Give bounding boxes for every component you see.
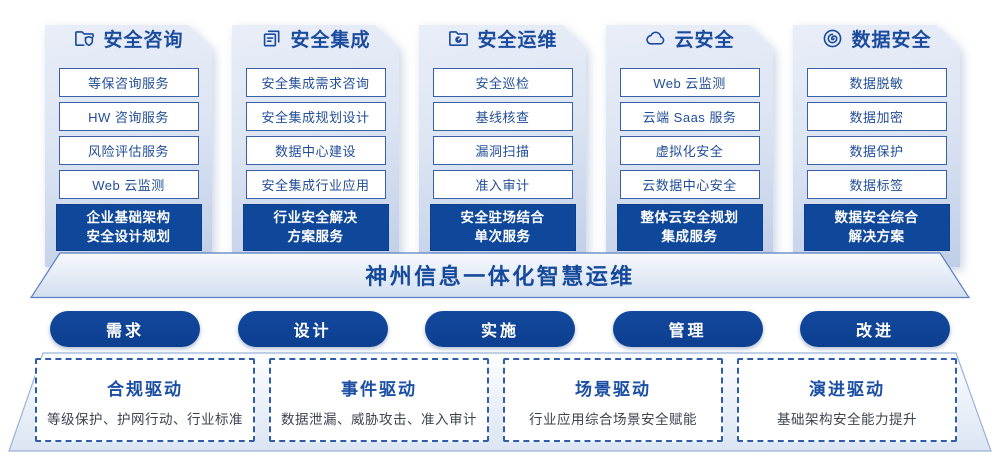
banner-title: 神州信息一体化智慧运维 bbox=[365, 264, 635, 289]
service-item: 安全集成需求咨询 bbox=[245, 68, 386, 97]
footer-line1: 整体云安全规划 bbox=[640, 209, 739, 225]
column-data-security: 数据安全 数据脱敏 数据加密 数据保护 数据标签 数据安全综合 解决方案 bbox=[793, 10, 960, 267]
footer-line1: 安全驻场结合 bbox=[460, 209, 545, 225]
driver-desc: 行业应用综合场景安全赋能 bbox=[529, 411, 697, 427]
driver-scenario: 场景驱动 行业应用综合场景安全赋能 bbox=[503, 358, 723, 442]
pill-implementation: 实施 bbox=[425, 311, 575, 347]
column-footer: 安全驻场结合 单次服务 bbox=[429, 204, 576, 251]
column-header: 安全咨询 bbox=[49, 25, 208, 51]
column-security-integration: 安全集成 安全集成需求咨询 安全集成规划设计 数据中心建设 安全集成行业应用 行… bbox=[232, 10, 399, 267]
column-title: 数据安全 bbox=[851, 29, 932, 51]
driver-desc: 等级保护、护网行动、行业标准 bbox=[47, 411, 243, 427]
column-panel: 安全运维 安全巡检 基线核查 漏洞扫描 准入审计 安全驻场结合 单次服务 bbox=[419, 25, 586, 267]
footer-line2: 单次服务 bbox=[474, 228, 531, 244]
service-item: 数据保护 bbox=[806, 136, 947, 165]
column-header: 云安全 bbox=[610, 25, 769, 51]
footer-line2: 方案服务 bbox=[287, 228, 344, 244]
column-header: 数据安全 bbox=[797, 25, 956, 51]
footer-line1: 数据安全综合 bbox=[834, 209, 919, 225]
service-item: 数据脱敏 bbox=[806, 68, 947, 97]
column-cloud-security: 云安全 Web 云监测 云端 Saas 服务 虚拟化安全 云数据中心安全 整体云… bbox=[606, 10, 773, 267]
driver-title: 合规驱动 bbox=[107, 379, 183, 399]
service-item: 数据标签 bbox=[806, 170, 947, 199]
driver-compliance: 合规驱动 等级保护、护网行动、行业标准 bbox=[35, 358, 255, 442]
service-item: 准入审计 bbox=[432, 170, 573, 199]
column-panel: 数据安全 数据脱敏 数据加密 数据保护 数据标签 数据安全综合 解决方案 bbox=[793, 25, 960, 267]
folder-clock-icon bbox=[449, 30, 469, 46]
column-footer: 数据安全综合 解决方案 bbox=[803, 204, 950, 251]
driver-incident: 事件驱动 数据泄漏、威胁攻击、准入审计 bbox=[269, 358, 489, 442]
footer-line1: 行业安全解决 bbox=[273, 209, 358, 225]
service-item: 云端 Saas 服务 bbox=[619, 102, 760, 131]
service-item: 基线核查 bbox=[432, 102, 573, 131]
footer-line2: 安全设计规划 bbox=[86, 228, 171, 244]
footer-line2: 解决方案 bbox=[848, 228, 905, 244]
service-item: 风险评估服务 bbox=[58, 136, 199, 165]
column-footer: 整体云安全规划 集成服务 bbox=[616, 204, 763, 251]
service-item: 云数据中心安全 bbox=[619, 170, 760, 199]
folder-shield-icon bbox=[75, 30, 95, 46]
column-title: 安全集成 bbox=[290, 29, 371, 51]
driver-title: 事件驱动 bbox=[341, 379, 417, 399]
process-pill-row: 需求 设计 实施 管理 改进 bbox=[50, 311, 950, 347]
column-panel: 云安全 Web 云监测 云端 Saas 服务 虚拟化安全 云数据中心安全 整体云… bbox=[606, 25, 773, 267]
driver-desc: 数据泄漏、威胁攻击、准入审计 bbox=[281, 411, 477, 427]
driver-title: 场景驱动 bbox=[575, 379, 651, 399]
footer-line1: 企业基础架构 bbox=[86, 209, 171, 225]
service-item: Web 云监测 bbox=[58, 170, 199, 199]
banner-shape bbox=[29, 252, 971, 299]
column-footer: 企业基础架构 安全设计规划 bbox=[55, 204, 202, 251]
pill-improvement: 改进 bbox=[800, 311, 950, 347]
service-item: 安全巡检 bbox=[432, 68, 573, 97]
driver-desc: 基础架构安全能力提升 bbox=[777, 411, 917, 427]
column-header: 安全运维 bbox=[423, 25, 582, 51]
service-item: 数据中心建设 bbox=[245, 136, 386, 165]
pill-management: 管理 bbox=[612, 311, 763, 347]
driver-box-row: 合规驱动 等级保护、护网行动、行业标准 事件驱动 数据泄漏、威胁攻击、准入审计 … bbox=[35, 358, 957, 442]
data-swirl-icon bbox=[824, 29, 842, 47]
service-item: 虚拟化安全 bbox=[619, 136, 760, 165]
column-title: 云安全 bbox=[674, 29, 735, 51]
copy-docs-icon bbox=[264, 29, 280, 47]
column-panel: 安全咨询 等保咨询服务 HW 咨询服务 风险评估服务 Web 云监测 企业基础架… bbox=[45, 25, 212, 267]
column-footer: 行业安全解决 方案服务 bbox=[242, 204, 389, 251]
service-item: 安全集成规划设计 bbox=[245, 102, 386, 131]
service-item: 安全集成行业应用 bbox=[245, 170, 386, 199]
service-item: 等保咨询服务 bbox=[58, 68, 199, 97]
cloud-icon bbox=[646, 31, 665, 45]
pill-requirement: 需求 bbox=[50, 311, 200, 347]
service-item: 数据加密 bbox=[806, 102, 947, 131]
column-title: 安全运维 bbox=[477, 29, 558, 51]
column-panel: 安全集成 安全集成需求咨询 安全集成规划设计 数据中心建设 安全集成行业应用 行… bbox=[232, 25, 399, 267]
driver-evolution: 演进驱动 基础架构安全能力提升 bbox=[737, 358, 957, 442]
column-security-consulting: 安全咨询 等保咨询服务 HW 咨询服务 风险评估服务 Web 云监测 企业基础架… bbox=[45, 10, 212, 267]
pill-design: 设计 bbox=[237, 311, 388, 347]
service-item: 漏洞扫描 bbox=[432, 136, 573, 165]
driver-title: 演进驱动 bbox=[809, 379, 885, 399]
service-item: Web 云监测 bbox=[619, 68, 760, 97]
footer-line2: 集成服务 bbox=[661, 228, 718, 244]
service-item: HW 咨询服务 bbox=[58, 102, 199, 131]
column-header: 安全集成 bbox=[236, 25, 395, 51]
column-title: 安全咨询 bbox=[103, 29, 184, 51]
column-security-operations: 安全运维 安全巡检 基线核查 漏洞扫描 准入审计 安全驻场结合 单次服务 bbox=[419, 10, 586, 267]
